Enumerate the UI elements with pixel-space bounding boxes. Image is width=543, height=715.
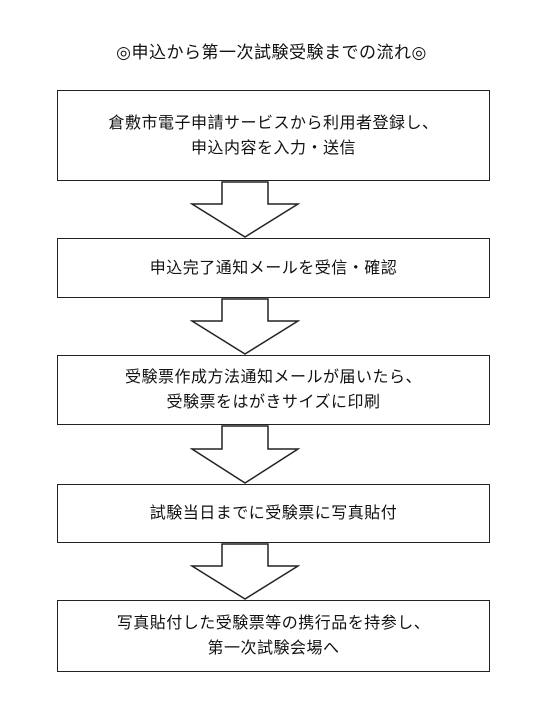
step-1-line-1: 倉敷市電子申請サービスから利用者登録し、	[108, 112, 439, 132]
step-3-line-1: 受験票作成方法通知メールが届いたら、	[124, 367, 422, 387]
step-5-line-1: 写真貼付した受験票等の携行品を持参し、	[116, 613, 431, 633]
down-arrow-4	[190, 543, 300, 600]
step-2-box: 申込完了通知メールを受信・確認	[57, 238, 490, 298]
step-4-box: 試験当日までに受験票に写真貼付	[57, 484, 490, 543]
step-1-line-2: 申込内容を入力・送信	[190, 137, 356, 157]
step-1-box: 倉敷市電子申請サービスから利用者登録し、 申込内容を入力・送信	[57, 90, 490, 181]
step-2-line-1: 申込完了通知メールを受信・確認	[149, 257, 398, 277]
diagram-title: ◎申込から第一次試験受験までの流れ◎	[116, 43, 427, 63]
step-3-line-2: 受験票をはがきサイズに印刷	[166, 392, 381, 411]
down-arrow-1	[190, 181, 300, 238]
down-arrow-3	[190, 425, 300, 484]
down-arrow-2	[190, 298, 300, 355]
step-5-box: 写真貼付した受験票等の携行品を持参し、 第一次試験会場へ	[57, 600, 490, 672]
step-3-box: 受験票作成方法通知メールが届いたら、 受験票をはがきサイズに印刷	[57, 355, 490, 425]
step-5-line-2: 第一次試験会場へ	[207, 638, 340, 657]
step-4-line-1: 試験当日までに受験票に写真貼付	[149, 503, 398, 523]
